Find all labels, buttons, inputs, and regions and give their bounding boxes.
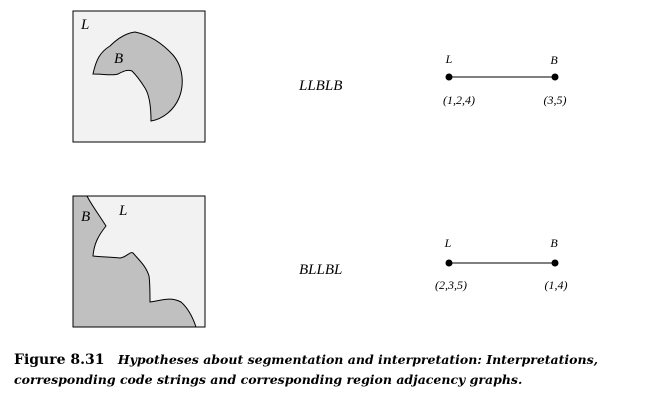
panel-1-adjacency-graph: L B (1,2,4) (3,5): [443, 52, 567, 107]
panel-1-node-b-label: B: [550, 53, 558, 67]
panel-2-node-l-label: L: [444, 236, 452, 250]
figure-caption: Figure 8.31 Hypotheses about segmentatio…: [14, 350, 644, 390]
panel-1-label-l: L: [80, 17, 89, 33]
panel-2-boundary: [86, 195, 197, 328]
panel-2-graph-node-b: [551, 259, 559, 267]
panel-1: L B: [72, 10, 206, 143]
panel-1-label-b: B: [114, 51, 123, 67]
panel-2: B L: [72, 195, 206, 328]
panel-1-node-l-coords: (1,2,4): [443, 93, 475, 107]
panel-2-graph-node-l: [445, 259, 453, 267]
panel-1-graph-node-l: [445, 73, 453, 81]
panel-1-graph-node-b: [551, 73, 559, 81]
panel-2-code-string: BLLBL: [299, 262, 342, 278]
panel-2-node-b-coords: (1,4): [545, 278, 568, 292]
panel-1-node-l-label: L: [445, 52, 453, 66]
panel-1-region-b: [92, 31, 183, 122]
panel-2-label-l: L: [118, 203, 127, 219]
panel-2-label-b: B: [81, 209, 90, 225]
panel-1-node-b-coords: (3,5): [544, 93, 567, 107]
figure-caption-text: Hypotheses about segmentation and interp…: [14, 352, 598, 387]
panel-2-frame: [72, 195, 206, 328]
panel-2-node-b-label: B: [550, 236, 558, 250]
panel-2-node-l-coords: (2,3,5): [435, 278, 467, 292]
figure-number: Figure 8.31: [14, 352, 105, 368]
panel-1-code-string: LLBLB: [298, 78, 342, 94]
panel-2-adjacency-graph: L B (2,3,5) (1,4): [435, 236, 568, 292]
